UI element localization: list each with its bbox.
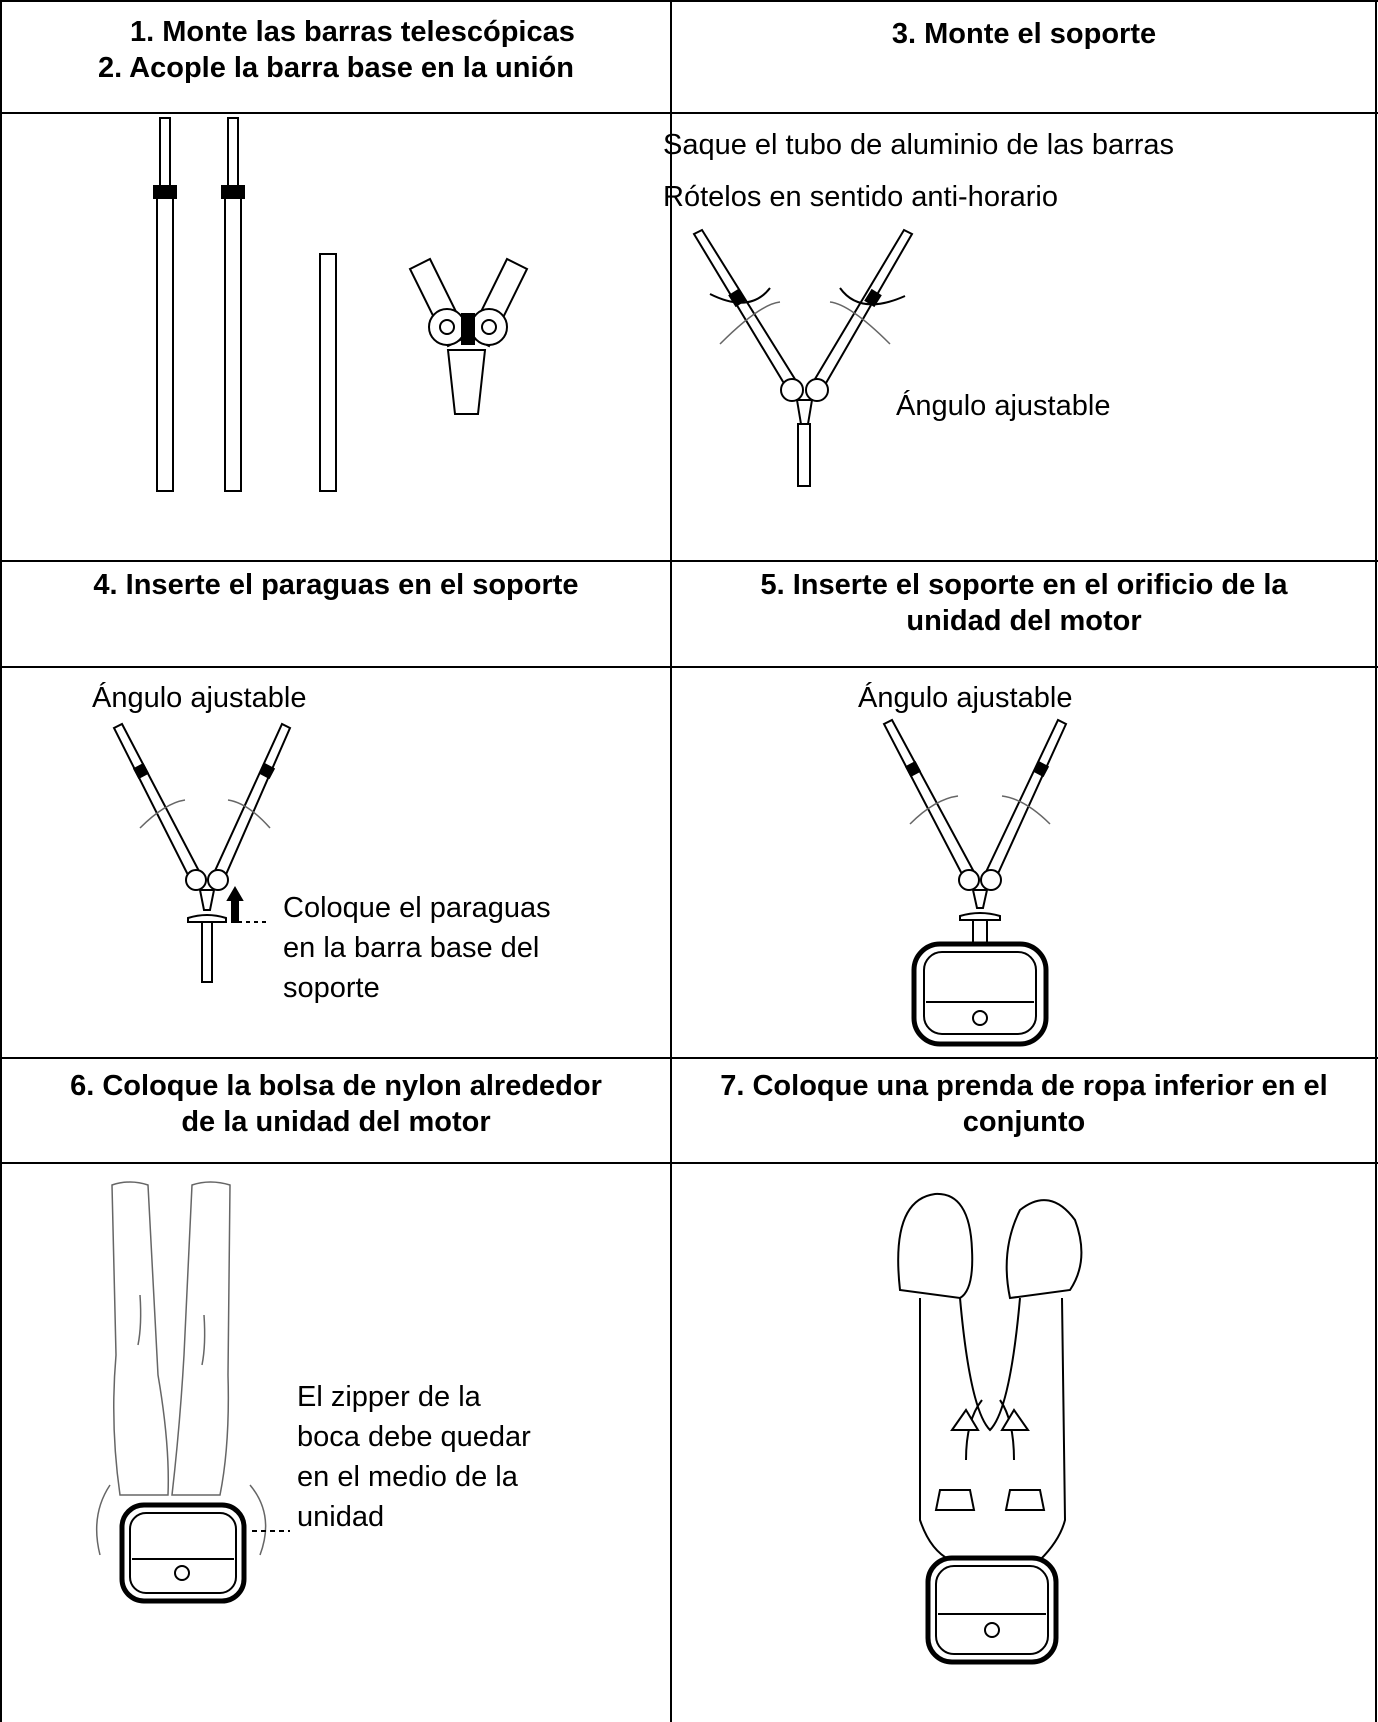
rotation-arrow-icon <box>839 287 906 306</box>
step-4-caption: Coloque el paraguas en la barra base del… <box>283 888 551 1008</box>
nylon-bag-illustration <box>95 1181 290 1604</box>
table-border-left <box>0 0 2 1722</box>
step-4-angle-label: Ángulo ajustable <box>92 682 307 714</box>
step-5-angle-label: Ángulo ajustable <box>858 682 1073 714</box>
step-6-caption-line-3: en el medio de la <box>297 1461 518 1493</box>
table-divider-vertical <box>670 0 672 1722</box>
base-bar-icon <box>319 253 337 492</box>
step-6-caption-line-2: boca debe quedar <box>297 1421 531 1453</box>
table-border-right <box>1375 0 1377 1722</box>
step-4-caption-line-2: en la barra base del <box>283 932 540 964</box>
step-3-title: 3. Monte el soporte <box>891 18 1157 50</box>
table-row-line <box>0 1162 1378 1164</box>
motor-unit-icon <box>925 1555 1059 1665</box>
joint-icon <box>408 257 529 415</box>
step-1-title: 1. Monte las barras telescópicas <box>130 16 575 48</box>
stand-rotation-illustration <box>692 228 914 487</box>
step-7-title-line-2: conjunto <box>962 1106 1086 1138</box>
rotation-arrow-icon <box>709 287 771 304</box>
motor-unit-icon <box>119 1502 247 1604</box>
garment-icon <box>897 1192 1083 1561</box>
up-arrow-icon <box>226 886 268 923</box>
table-row-line <box>0 1057 1378 1059</box>
step-5-title-line-1: 5. Inserte el soporte en el orificio de … <box>760 569 1288 601</box>
motor-insert-illustration <box>882 718 1068 1047</box>
step-5-title-line-2: unidad del motor <box>906 605 1142 637</box>
step-6-title-line-1: 6. Coloque la bolsa de nylon alrededor <box>70 1070 602 1102</box>
parts-illustration <box>153 117 529 492</box>
table-border-top <box>0 0 1378 2</box>
stand-icon <box>112 722 292 983</box>
table-row-line <box>0 560 1378 562</box>
step-3-angle-label: Ángulo ajustable <box>896 390 1111 422</box>
garment-illustration <box>897 1192 1083 1665</box>
table-row-line <box>0 112 1378 114</box>
step-5-header: 5. Inserte el soporte en el orificio de … <box>672 567 1376 639</box>
step-4-caption-line-1: Coloque el paraguas <box>283 892 551 924</box>
nylon-bag-icon <box>95 1181 267 1556</box>
step-7-title-line-1: 7. Coloque una prenda de ropa inferior e… <box>720 1070 1328 1102</box>
step-6-caption-line-4: unidad <box>297 1501 385 1533</box>
step-3-instruction-1: Saque el tubo de aluminio de las barras <box>663 129 1175 161</box>
stand-icon <box>882 718 1068 945</box>
step-6-title-line-2: de la unidad del motor <box>181 1106 491 1138</box>
step-6-header: 6. Coloque la bolsa de nylon alrededor d… <box>2 1068 670 1140</box>
step-6-caption: El zipper de la boca debe quedar en el m… <box>297 1377 531 1537</box>
step-2-title: 2. Acople la barra base en la unión <box>98 52 574 84</box>
umbrella-insert-illustration <box>112 722 292 983</box>
step-4-caption-line-3: soporte <box>283 972 380 1004</box>
telescopic-bar-icon <box>221 117 245 492</box>
motor-unit-icon <box>911 941 1049 1047</box>
step-1-2-header: 1. Monte las barras telescópicas 2. Acop… <box>30 14 670 86</box>
step-6-caption-line-1: El zipper de la <box>297 1381 481 1413</box>
telescopic-bar-icon <box>153 117 177 492</box>
table-row-line <box>0 666 1378 668</box>
step-3-instruction-2: Rótelos en sentido anti-horario <box>663 181 1058 213</box>
step-7-header: 7. Coloque una prenda de ropa inferior e… <box>672 1068 1376 1140</box>
step-4-title: 4. Inserte el paraguas en el soporte <box>93 569 579 601</box>
stand-icon <box>692 228 914 487</box>
